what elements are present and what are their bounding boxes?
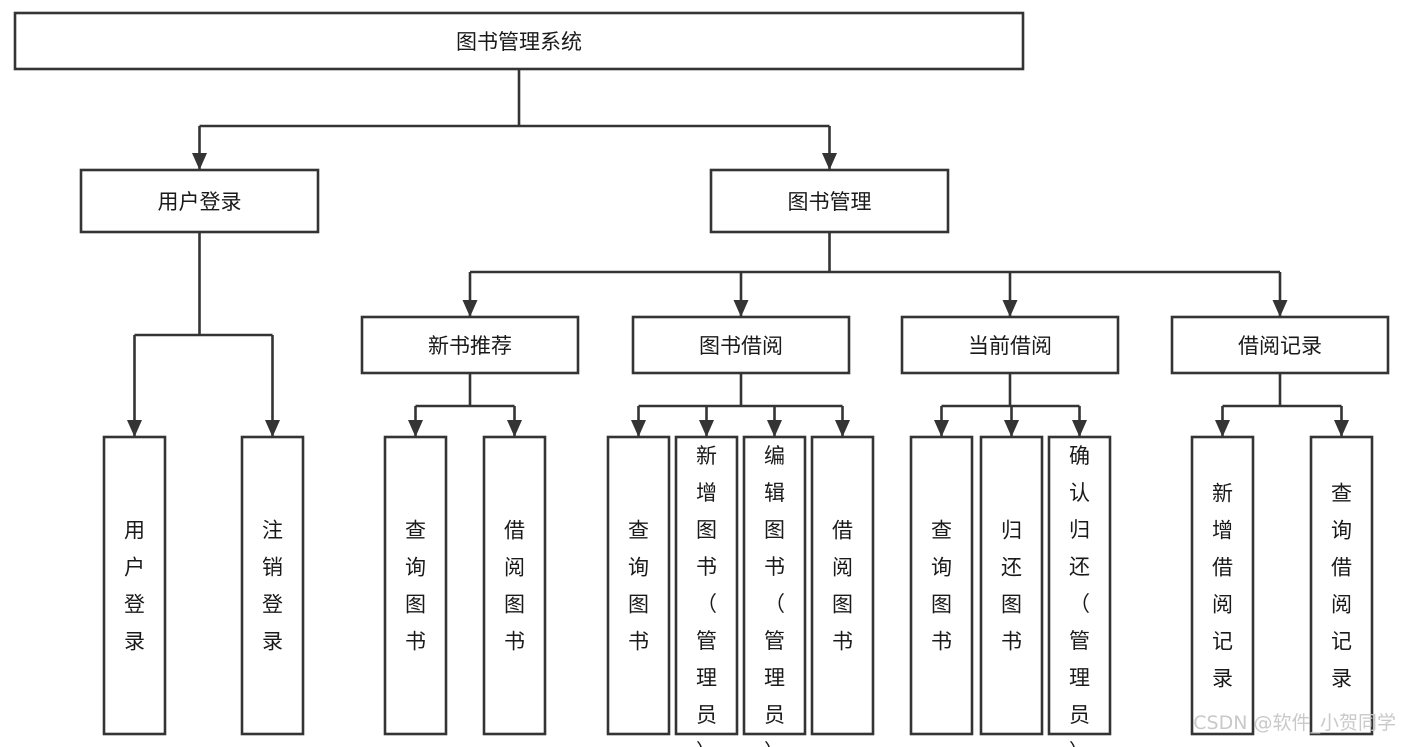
node-rect-borrow-records	[1170, 315, 1390, 375]
node-label-leaf-query-borrow-record: 查询借阅记录	[1331, 482, 1352, 691]
node-rect-leaf-logout	[240, 435, 305, 736]
node-label-book-borrow: 图书借阅	[699, 334, 783, 358]
node-rect-leaf-query-book-borrow	[606, 435, 671, 736]
node-rect-book-management	[709, 168, 950, 234]
node-rect-leaf-borrow-book	[810, 435, 875, 736]
node-leaf-borrow-book-recommend[interactable]: 借阅图书	[482, 435, 547, 736]
node-label-leaf-query-book-borrow: 查询图书	[628, 519, 649, 654]
node-rect-new-book-recommend	[360, 315, 580, 375]
node-label-current-borrow: 当前借阅	[968, 334, 1052, 358]
node-leaf-add-borrow-record[interactable]: 新增借阅记录	[1190, 435, 1255, 736]
node-label-borrow-records: 借阅记录	[1238, 334, 1322, 358]
node-leaf-query-book-borrow[interactable]: 查询图书	[606, 435, 671, 736]
node-label-new-book-recommend: 新书推荐	[428, 334, 512, 358]
node-rect-leaf-borrow-book-recommend	[482, 435, 547, 736]
node-label-root: 图书管理系统	[456, 30, 582, 54]
node-rect-leaf-query-borrow-record	[1309, 435, 1374, 736]
node-book-borrow[interactable]: 图书借阅	[631, 315, 851, 375]
node-label-leaf-confirm-return: 确认归还（管理员）	[1069, 444, 1090, 747]
node-book-management[interactable]: 图书管理	[709, 168, 950, 234]
node-leaf-borrow-book[interactable]: 借阅图书	[810, 435, 875, 736]
node-current-borrow[interactable]: 当前借阅	[900, 315, 1120, 375]
node-leaf-confirm-return[interactable]: 确认归还（管理员）	[1047, 435, 1112, 747]
csdn-watermark: CSDN @软件_小贺同学	[1193, 712, 1396, 734]
node-boxes: 图书管理系统用户登录图书管理新书推荐图书借阅当前借阅借阅记录用户登录注销登录查询…	[13, 11, 1390, 747]
node-label-leaf-user-login: 用户登录	[124, 519, 145, 654]
node-user-login[interactable]: 用户登录	[79, 168, 320, 234]
node-label-leaf-add-book: 新增图书（管理员）	[696, 444, 717, 747]
node-leaf-edit-book[interactable]: 编辑图书（管理员）	[742, 435, 807, 747]
connector-lines	[127, 69, 1349, 437]
node-leaf-add-book[interactable]: 新增图书（管理员）	[674, 435, 739, 747]
node-label-leaf-borrow-book-recommend: 借阅图书	[504, 519, 525, 654]
node-rect-leaf-query-book-recommend	[383, 435, 448, 736]
node-rect-leaf-query-book-current	[909, 435, 974, 736]
node-root[interactable]: 图书管理系统	[13, 11, 1025, 71]
node-leaf-logout[interactable]: 注销登录	[240, 435, 305, 736]
node-rect-leaf-return-book	[979, 435, 1044, 736]
node-rect-book-borrow	[631, 315, 851, 375]
node-rect-leaf-confirm-return	[1047, 435, 1112, 736]
node-leaf-query-book-recommend[interactable]: 查询图书	[383, 435, 448, 736]
node-label-leaf-query-book-recommend: 查询图书	[405, 519, 426, 654]
node-leaf-user-login[interactable]: 用户登录	[102, 435, 167, 736]
node-rect-leaf-user-login	[102, 435, 167, 736]
node-rect-current-borrow	[900, 315, 1120, 375]
node-label-book-management: 图书管理	[788, 190, 872, 214]
node-label-leaf-borrow-book: 借阅图书	[832, 519, 853, 654]
node-label-leaf-return-book: 归还图书	[1001, 519, 1022, 654]
node-rect-leaf-add-borrow-record	[1190, 435, 1255, 736]
node-leaf-query-book-current[interactable]: 查询图书	[909, 435, 974, 736]
node-label-leaf-logout: 注销登录	[262, 519, 283, 654]
node-leaf-query-borrow-record[interactable]: 查询借阅记录	[1309, 435, 1374, 736]
node-rect-user-login	[79, 168, 320, 234]
node-rect-root	[13, 11, 1025, 71]
node-label-user-login: 用户登录	[158, 190, 242, 214]
node-rect-leaf-add-book	[674, 435, 739, 736]
node-label-leaf-query-book-current: 查询图书	[931, 519, 952, 654]
node-label-leaf-edit-book: 编辑图书（管理员）	[764, 444, 785, 747]
node-borrow-records[interactable]: 借阅记录	[1170, 315, 1390, 375]
node-label-leaf-add-borrow-record: 新增借阅记录	[1212, 482, 1233, 691]
node-leaf-return-book[interactable]: 归还图书	[979, 435, 1044, 736]
node-new-book-recommend[interactable]: 新书推荐	[360, 315, 580, 375]
node-rect-leaf-edit-book	[742, 435, 807, 736]
